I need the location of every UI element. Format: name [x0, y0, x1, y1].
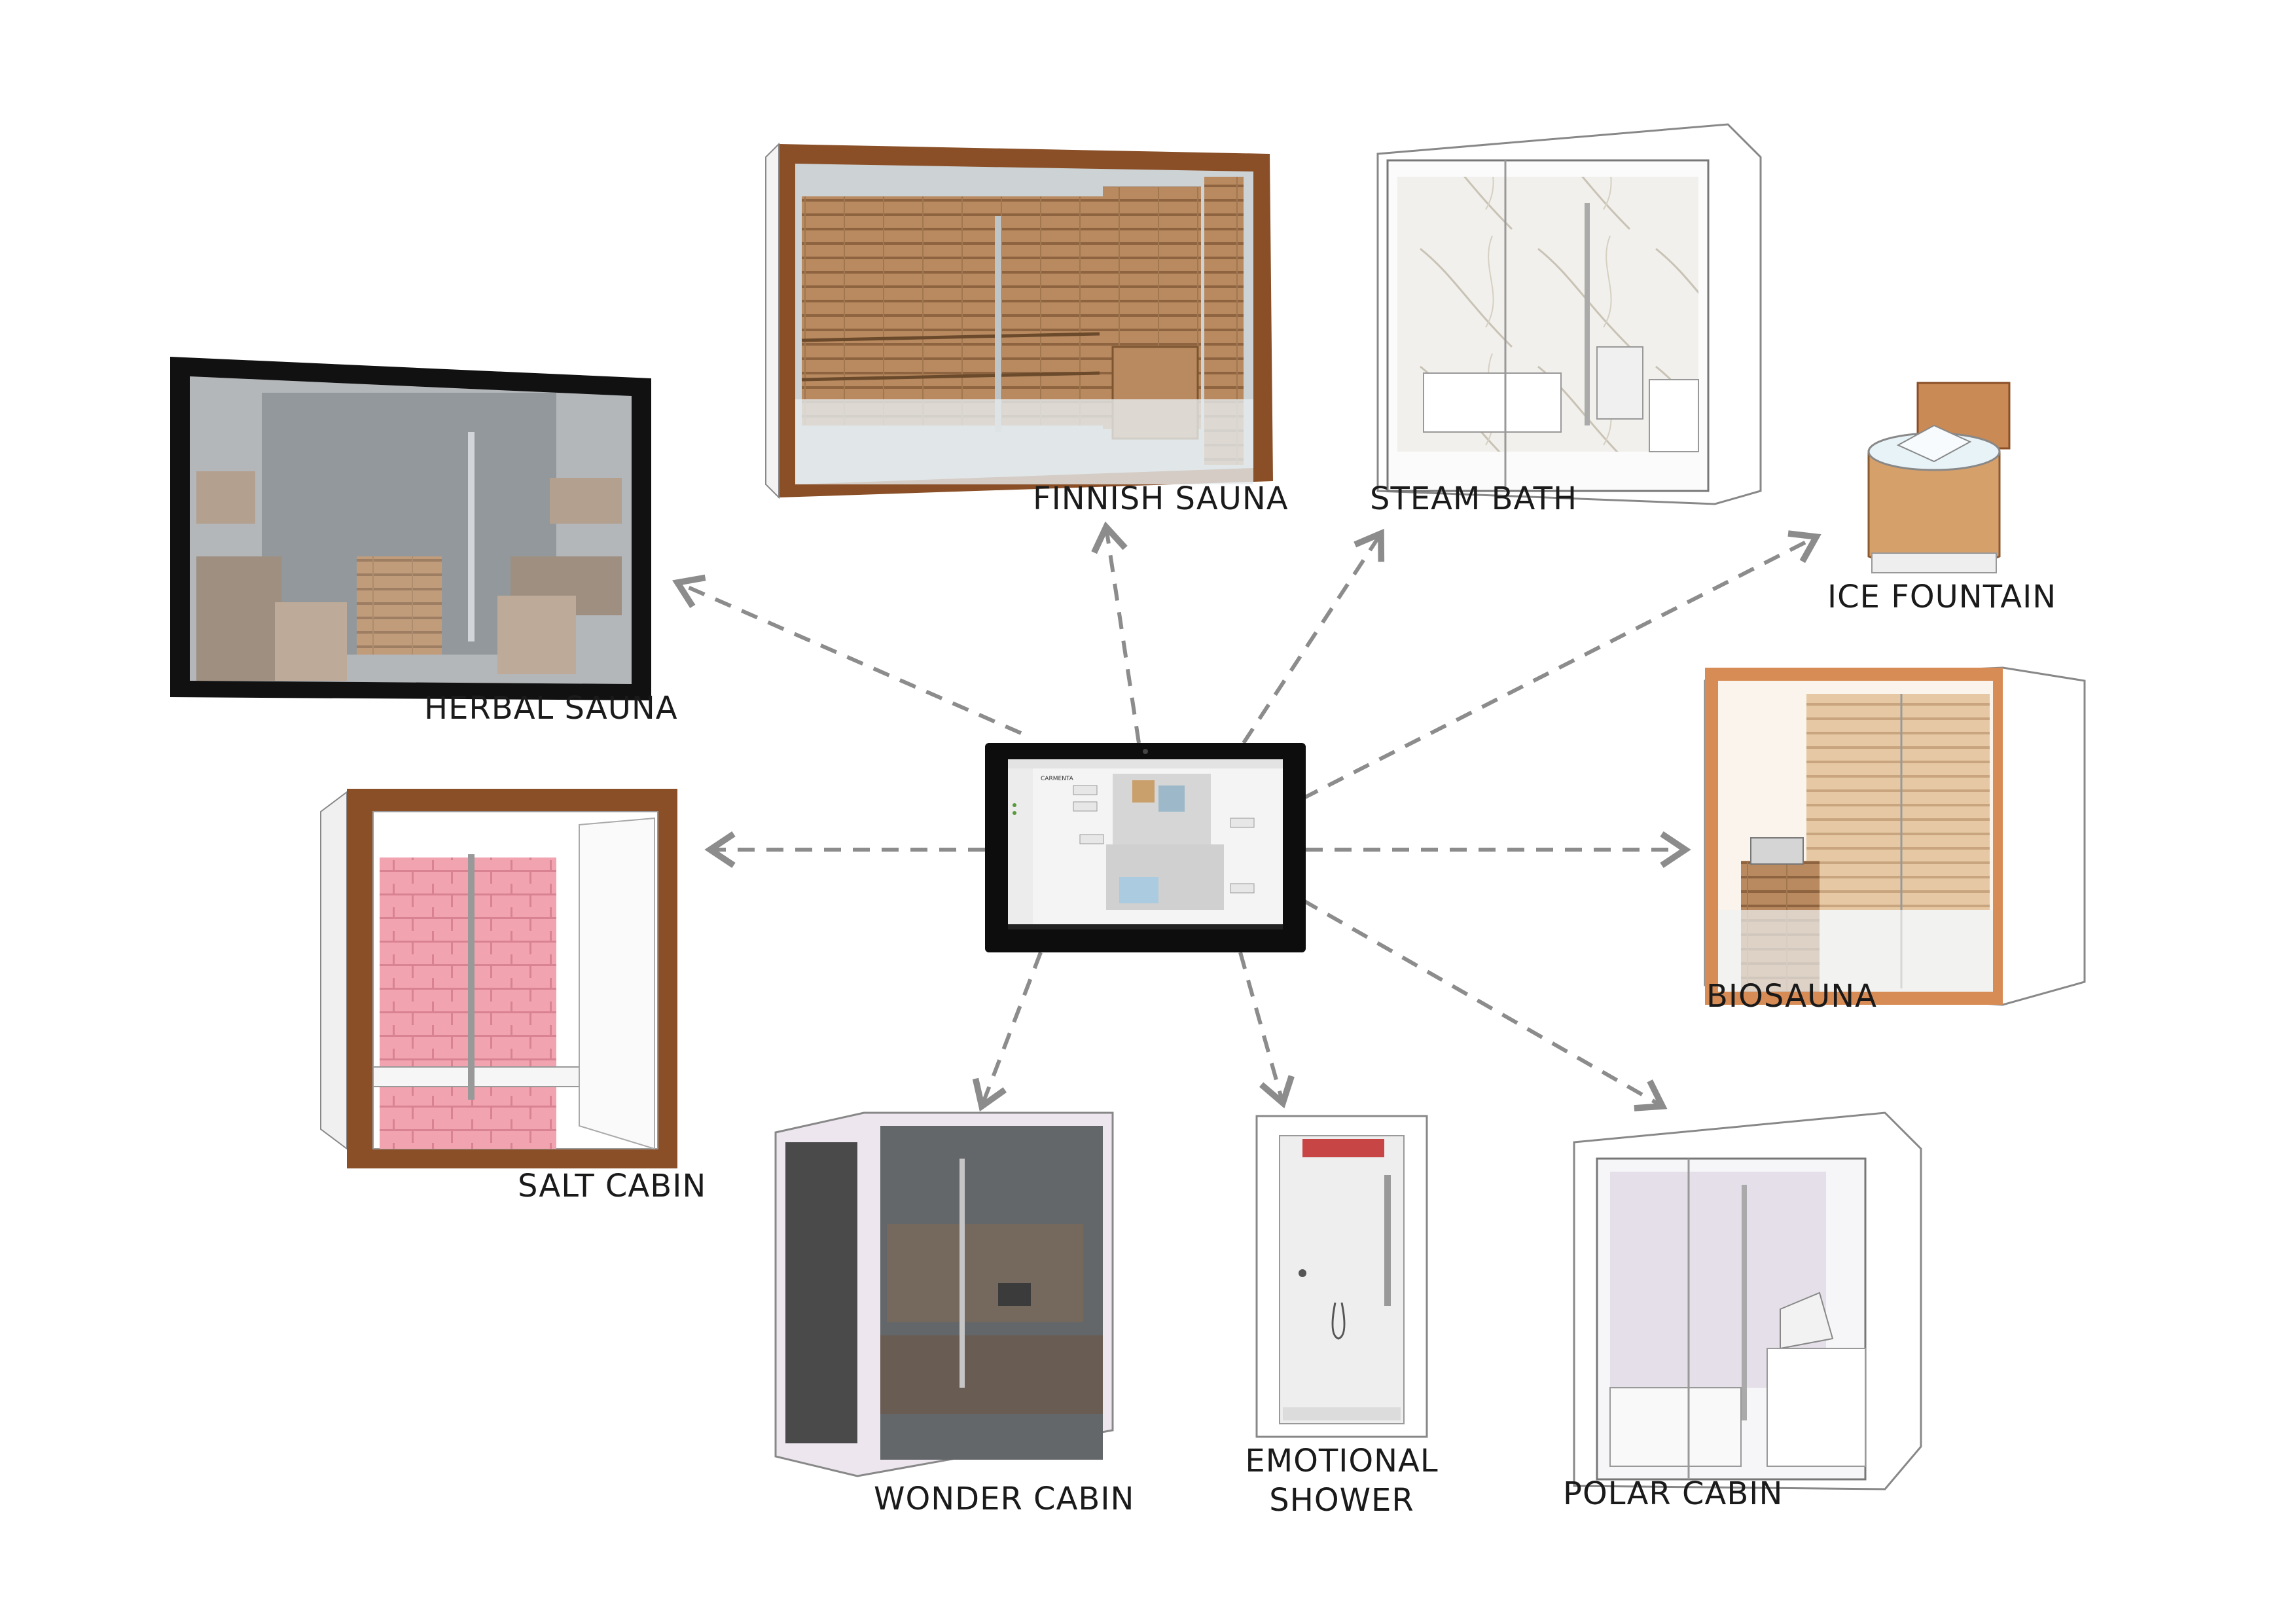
wonder-cabin-illustration — [776, 1113, 1113, 1476]
label-steam-bath: STEAM BATH — [1370, 479, 1577, 518]
steam-bath-illustration — [1378, 124, 1761, 504]
label-salt-cabin: SALT CABIN — [518, 1166, 706, 1206]
ice-fountain-illustration — [1869, 383, 2009, 573]
salt-cabin-illustration — [321, 789, 677, 1168]
arrow-to-wonder-cabin — [982, 952, 1041, 1106]
label-herbal-sauna: HERBAL SAUNA — [424, 689, 678, 728]
herbal-sauna-illustration — [170, 357, 651, 700]
tablet-brand: CARMENTA — [1041, 776, 1074, 782]
arrow-to-polar-cabin — [1302, 900, 1662, 1106]
label-wonder-cabin: WONDER CABIN — [874, 1479, 1134, 1519]
label-emotional-shower: EMOTIONAL SHOWER — [1224, 1441, 1460, 1520]
label-emotional-shower-line-1: EMOTIONAL — [1224, 1441, 1460, 1481]
label-finnish-sauna: FINNISH SAUNA — [1033, 479, 1289, 518]
finnish-sauna-illustration — [766, 144, 1273, 497]
arrow-to-emotional-shower — [1240, 952, 1283, 1103]
polar-cabin-illustration — [1574, 1113, 1921, 1489]
arrow-to-finnish-sauna — [1106, 527, 1139, 743]
label-ice-fountain: ICE FOUNTAIN — [1827, 577, 2056, 617]
label-emotional-shower-line-2: SHOWER — [1224, 1481, 1460, 1520]
biosauna-illustration — [1705, 668, 2085, 1005]
control-tablet: CARMENTA — [985, 743, 1306, 952]
label-biosauna: BIOSAUNA — [1706, 977, 1877, 1016]
emotional-shower-illustration — [1257, 1116, 1427, 1437]
arrow-to-steam-bath — [1244, 533, 1381, 743]
arrow-to-herbal-sauna — [677, 583, 1021, 733]
label-polar-cabin: POLAR CABIN — [1563, 1474, 1783, 1513]
